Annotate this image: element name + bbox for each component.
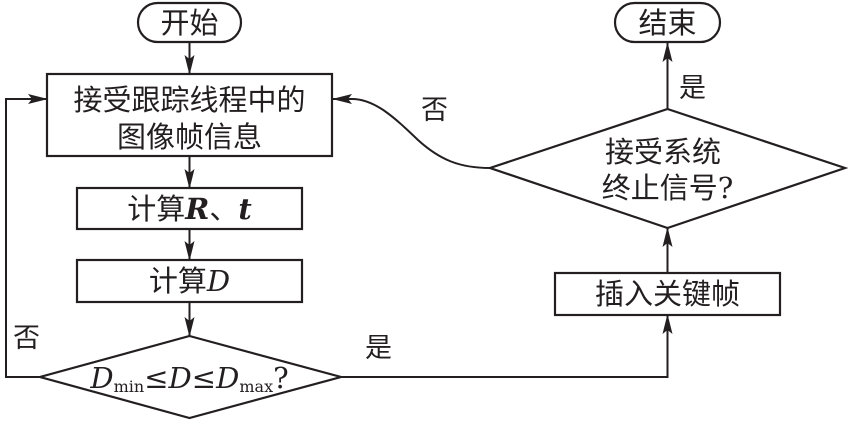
- end-label: 结束: [638, 6, 696, 40]
- stop-check-node: 接受系统 终止信号?: [486, 107, 849, 230]
- insert-keyframe-node: 插入关键帧: [553, 271, 782, 317]
- compute-rt-r: R: [184, 192, 209, 226]
- label-stop-no: 否: [421, 95, 448, 126]
- compute-d-label: 计算D: [149, 264, 230, 298]
- edge-stop-no-to-receive: [332, 94, 491, 169]
- range-question: ?: [273, 361, 289, 395]
- stop-check-line1: 接受系统: [605, 135, 721, 169]
- label-range-no: 否: [13, 323, 40, 354]
- range-le1: ≤: [144, 361, 168, 395]
- label-range-yes: 是: [365, 333, 392, 364]
- range-check-diamond: [35, 334, 346, 420]
- range-d-min: D: [89, 361, 113, 395]
- receive-frame-line1: 接受跟踪线程中的: [73, 83, 305, 117]
- compute-d-node: 计算D: [75, 258, 304, 304]
- receive-frame-node: 接受跟踪线程中的 图像帧信息: [45, 72, 334, 158]
- range-d-max: D: [215, 361, 239, 395]
- edge-range-yes-to-insert: [341, 314, 673, 378]
- compute-d-box: [75, 258, 304, 304]
- start-node: 开始: [136, 1, 243, 44]
- compute-rt-node: 计算R、t: [75, 186, 304, 231]
- insert-keyframe-label: 插入关键帧: [595, 277, 740, 311]
- label-stop-yes: 是: [679, 73, 706, 104]
- range-check-label: Dmin≤D≤Dmax?: [89, 361, 288, 396]
- range-min-sub: min: [114, 377, 145, 396]
- receive-frame-box: [45, 72, 334, 158]
- end-node: 结束: [613, 1, 722, 44]
- range-check-node: Dmin≤D≤Dmax?: [35, 334, 346, 420]
- compute-rt-prefix: 计算: [127, 192, 185, 226]
- range-max-sub: max: [239, 377, 273, 396]
- compute-rt-t: t: [238, 192, 252, 226]
- start-label: 开始: [160, 6, 218, 40]
- compute-rt-label: 计算R、t: [127, 192, 252, 226]
- compute-d-var: D: [206, 264, 230, 298]
- compute-rt-sep: 、: [209, 192, 238, 226]
- stop-check-line2: 终止信号?: [602, 171, 734, 205]
- insert-keyframe-box: [553, 271, 782, 317]
- compute-d-prefix: 计算: [149, 264, 207, 298]
- range-le2: ≤: [192, 361, 216, 395]
- receive-frame-line2: 图像帧信息: [117, 120, 262, 154]
- edge-range-no-loop: [5, 94, 48, 378]
- range-d: D: [168, 361, 192, 395]
